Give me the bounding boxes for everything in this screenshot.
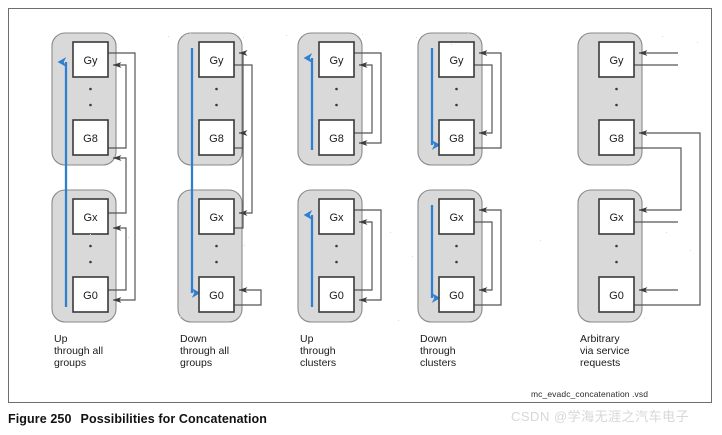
vertical-ellipsis-lower [615, 244, 618, 264]
caption-down-through-all-groups: Down through all groups [180, 333, 230, 370]
source-filename: mc_evadc_concatenation .vsd [531, 389, 649, 399]
column-down-through-all-groups: Gy G8 Gx G0 [177, 32, 262, 323]
caption-down-through-clusters: Down through clusters [420, 333, 457, 370]
vertical-ellipsis-upper [615, 87, 618, 107]
svg-text:Gx: Gx [609, 212, 624, 224]
svg-text:G8: G8 [329, 133, 344, 145]
vertical-ellipsis-upper [89, 87, 92, 107]
vertical-ellipsis-upper [215, 87, 218, 107]
column-up-through-clusters: Gy G8 Gx G0 [297, 32, 382, 323]
figure-title: Possibilities for Concatenation [80, 412, 267, 426]
svg-text:Gy: Gy [83, 55, 98, 67]
caption-arbitrary-via-service-requests: Arbitrary via service requests [580, 333, 630, 370]
group-box-g8: G8 [598, 119, 635, 156]
group-box-gy: Gy [318, 41, 355, 78]
svg-text:G0: G0 [83, 290, 98, 302]
svg-text:G8: G8 [83, 133, 98, 145]
vertical-ellipsis-lower [335, 244, 338, 264]
svg-text:G0: G0 [209, 290, 224, 302]
group-box-g0: G0 [438, 276, 475, 313]
svg-text:G8: G8 [209, 133, 224, 145]
group-box-gy: Gy [438, 41, 475, 78]
wire-g8-out [234, 50, 248, 149]
wire-g8-to-gx [634, 147, 682, 213]
group-box-g0: G0 [318, 276, 355, 313]
group-box-g0: G0 [198, 276, 235, 313]
group-box-g8: G8 [438, 119, 475, 156]
wire-gx-out [234, 130, 248, 229]
svg-text:G0: G0 [449, 290, 464, 302]
svg-text:Gy: Gy [449, 55, 464, 67]
wire-g8-to-gy [474, 50, 502, 149]
vertical-ellipsis-upper [335, 87, 338, 107]
group-box-g8: G8 [198, 119, 235, 156]
wire-gx-to-g8 [108, 155, 127, 214]
column-arbitrary-via-service-requests: Gy G8 Gx G0 [577, 32, 701, 323]
column-up-through-all-groups: Gy G8 Gx G0 [51, 32, 136, 323]
group-box-gy: Gy [598, 41, 635, 78]
vertical-ellipsis-lower [215, 244, 218, 264]
svg-text:Gy: Gy [209, 55, 224, 67]
group-box-gy: Gy [198, 41, 235, 78]
vertical-ellipsis-lower [455, 244, 458, 264]
group-box-g0: G0 [598, 276, 635, 313]
group-box-gx: Gx [598, 198, 635, 235]
figure-caption: Figure 250 Possibilities for Concatenatio… [8, 412, 267, 426]
wire-g0-to-g8 [634, 130, 701, 306]
wire-gx-out-lower [474, 221, 493, 293]
figure-number: Figure 250 [8, 412, 72, 426]
svg-text:Gy: Gy [329, 55, 344, 67]
group-box-gx: Gx [318, 198, 355, 235]
wire-gy-out-upper [474, 64, 493, 136]
svg-text:G8: G8 [449, 133, 464, 145]
svg-text:G8: G8 [609, 133, 624, 145]
svg-text:Gx: Gx [449, 212, 464, 224]
wire-g0-to-gx [108, 225, 127, 291]
vertical-ellipsis-lower [89, 244, 92, 264]
column-down-through-clusters: Gy G8 Gx G0 [417, 32, 502, 323]
wire-g8-to-gy [354, 62, 373, 134]
wire-g8-to-gy [108, 62, 127, 149]
wire-gy-out [108, 52, 136, 303]
group-box-gy: Gy [72, 41, 109, 78]
group-box-g0: G0 [72, 276, 109, 313]
svg-text:Gx: Gx [83, 212, 98, 224]
svg-text:Gx: Gx [209, 212, 224, 224]
wire-g0-out [234, 287, 262, 306]
svg-text:G0: G0 [329, 290, 344, 302]
wire-gy-out-upper [354, 52, 382, 146]
svg-text:G0: G0 [609, 290, 624, 302]
wire-gx-out-lower [354, 209, 382, 303]
caption-up-through-clusters: Up through clusters [300, 333, 337, 370]
vertical-ellipsis-upper [455, 87, 458, 107]
caption-up-through-all-groups: Up through all groups [54, 333, 104, 370]
svg-text:Gy: Gy [609, 55, 624, 67]
group-box-g8: G8 [72, 119, 109, 156]
svg-text:Gx: Gx [329, 212, 344, 224]
group-box-g8: G8 [318, 119, 355, 156]
group-box-gx: Gx [438, 198, 475, 235]
wire-g0-to-gx [354, 219, 373, 291]
group-box-gx: Gx [72, 198, 109, 235]
wire-g0-to-gx [474, 207, 502, 306]
group-box-gx: Gx [198, 198, 235, 235]
